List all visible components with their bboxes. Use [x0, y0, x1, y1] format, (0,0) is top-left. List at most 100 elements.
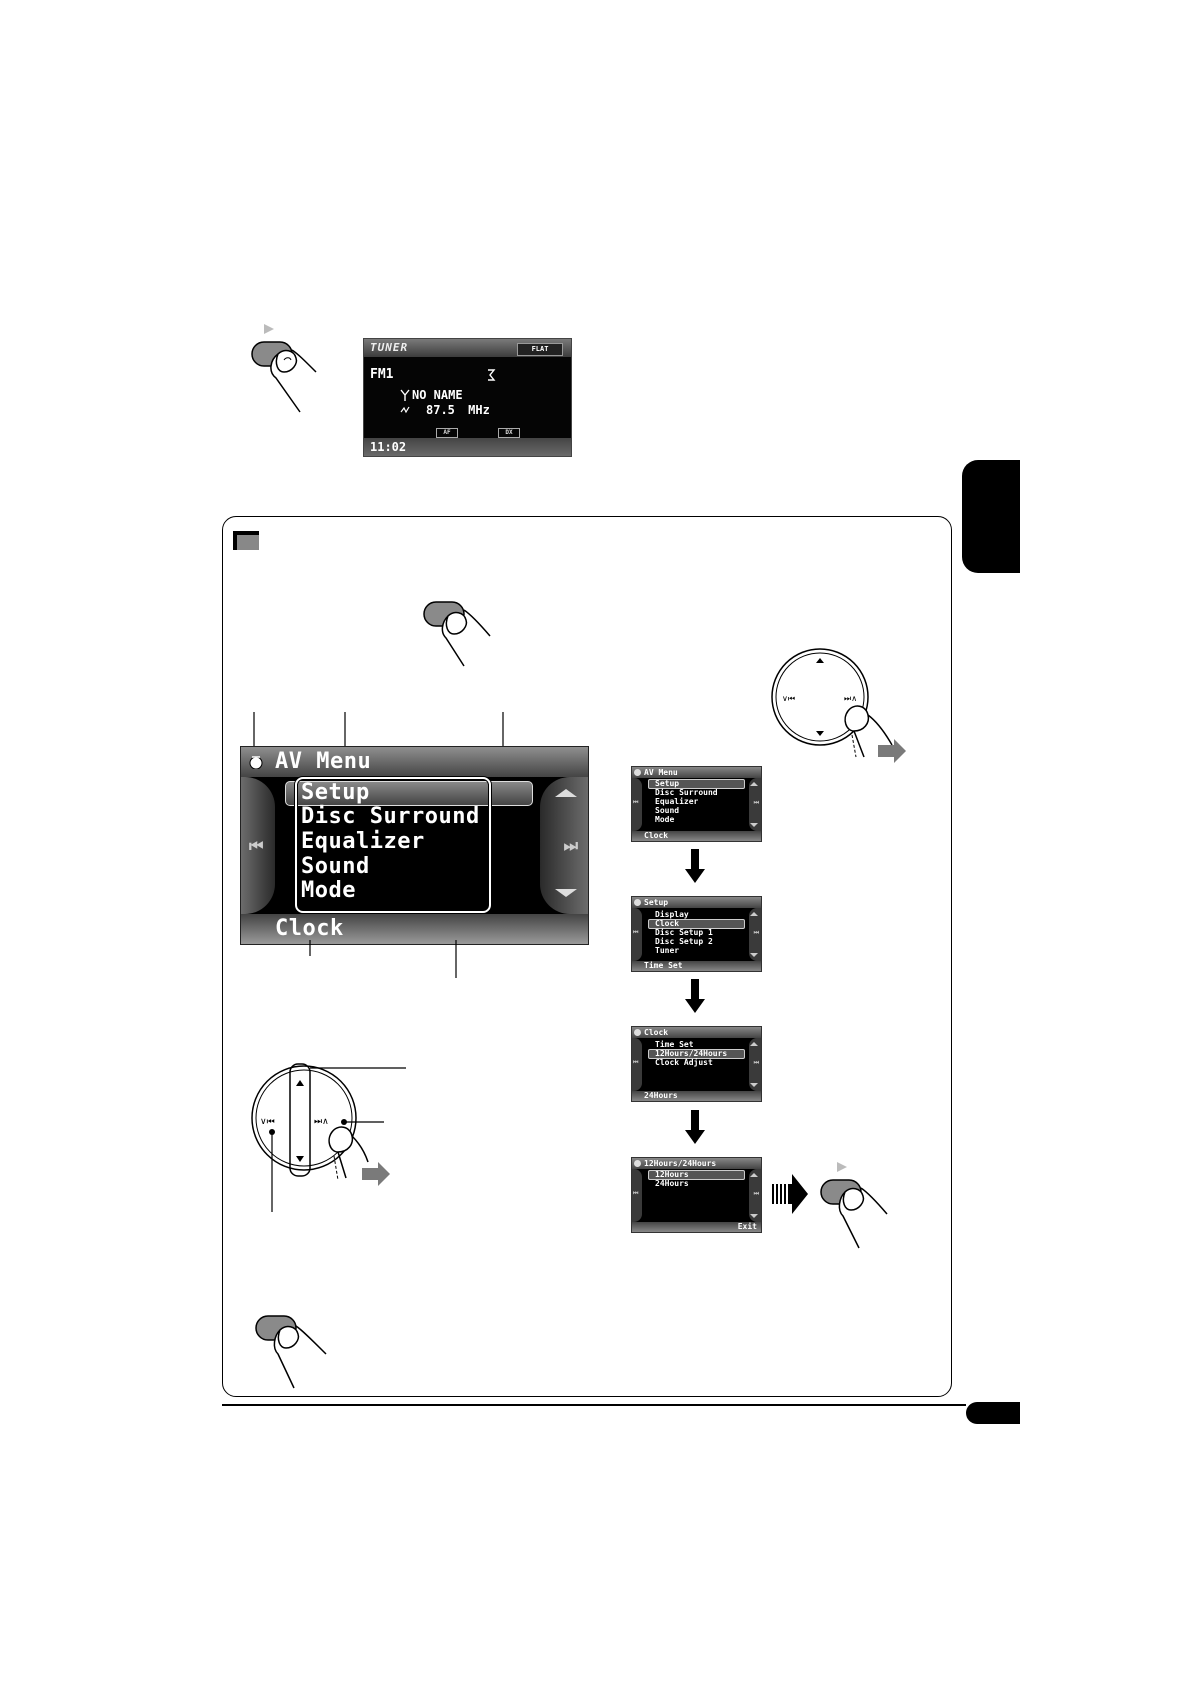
- step1-hint: Clock: [644, 831, 669, 840]
- step1-item-2[interactable]: Equalizer: [655, 797, 699, 806]
- step2-item-1[interactable]: Clock: [655, 919, 680, 928]
- menu-title-icon: [634, 1029, 641, 1036]
- step3-item-2[interactable]: Clock Adjust: [655, 1058, 713, 1067]
- down-triangle-icon: [816, 731, 824, 736]
- band-label: FM1: [370, 367, 394, 382]
- exit-label[interactable]: Exit: [737, 1222, 757, 1231]
- next-icon[interactable]: ⏭: [753, 1190, 759, 1197]
- eq-badge: FLAT: [517, 343, 563, 356]
- arrow-down-icon: [685, 1110, 705, 1144]
- step-screen-2: Setup Display Clock Disc Setup 1 Disc Se…: [631, 896, 762, 972]
- scroll-down-icon[interactable]: [750, 1083, 758, 1087]
- prev-icon[interactable]: ⏮: [633, 1059, 639, 1066]
- step-screen-4: 12Hours/24Hours 12Hours 24Hours ⏮⏭ Exit: [631, 1157, 762, 1233]
- scroll-down-icon[interactable]: [750, 953, 758, 957]
- step1-item-4[interactable]: Mode: [655, 815, 675, 824]
- menu-title-icon: [634, 769, 641, 776]
- section-marker-icon: [233, 531, 259, 550]
- next-icon[interactable]: ⏭: [753, 799, 759, 806]
- language-tab: [962, 460, 1020, 573]
- menu-title: AV Menu: [275, 749, 372, 774]
- step-screen-3: Clock Time Set 12Hours/24Hours Clock Adj…: [631, 1026, 762, 1102]
- station-name: NO NAME: [412, 388, 463, 402]
- tuner-screen: TUNER FLAT FM1 NO NAME 87.5 MHz AF DX 11…: [363, 338, 572, 457]
- menu-title-bar: [241, 747, 588, 777]
- menu-hint: Clock: [275, 916, 344, 941]
- step1-highlight: [648, 779, 745, 789]
- scroll-down-icon[interactable]: [555, 889, 577, 897]
- step2-item-3[interactable]: Disc Setup 2: [655, 937, 713, 946]
- prev-icon[interactable]: ⏮: [249, 836, 264, 855]
- scroll-up-icon[interactable]: [750, 1042, 758, 1046]
- step3-item-1[interactable]: 12Hours/24Hours: [655, 1049, 728, 1058]
- play-indicator-icon: [264, 324, 274, 334]
- press-button-illustration-3: [820, 1162, 888, 1249]
- play-indicator-icon: [837, 1162, 847, 1172]
- frequency-value: 87.5: [426, 403, 455, 417]
- step2-title: Setup: [644, 898, 669, 907]
- arrow-down-icon: [685, 849, 705, 883]
- step1-item-0[interactable]: Setup: [655, 779, 680, 788]
- next-icon[interactable]: ⏭: [753, 1059, 759, 1066]
- next-icon[interactable]: ⏭: [753, 929, 759, 936]
- step2-highlight: [648, 919, 745, 929]
- source-label: TUNER: [370, 341, 409, 354]
- prev-icon: ∨⏮: [260, 1117, 275, 1127]
- menu-item-equalizer[interactable]: Equalizer: [301, 829, 425, 854]
- rds-icon: [488, 369, 496, 381]
- down-triangle-icon: [296, 1156, 304, 1162]
- prev-icon[interactable]: ⏮: [633, 799, 639, 806]
- step1-title: AV Menu: [644, 768, 678, 777]
- scroll-up-icon[interactable]: [750, 912, 758, 916]
- scroll-up-icon[interactable]: [555, 789, 577, 797]
- step-screen-1: AV Menu Setup Disc Surround Equalizer So…: [631, 766, 762, 842]
- scroll-up-icon[interactable]: [750, 782, 758, 786]
- press-button-illustration: [251, 324, 317, 413]
- menu-list-frame: [295, 777, 491, 913]
- menu-item-mode[interactable]: Mode: [301, 878, 356, 903]
- step2-item-0[interactable]: Display: [655, 910, 689, 919]
- step2-item-4[interactable]: Tuner: [655, 946, 680, 955]
- procedure-panel: [222, 516, 952, 1397]
- scroll-up-icon[interactable]: [750, 1173, 758, 1177]
- step1-item-3[interactable]: Sound: [655, 806, 680, 815]
- step3-title: Clock: [644, 1028, 669, 1037]
- prev-icon[interactable]: ⏮: [633, 1190, 639, 1197]
- frequency-readout: 87.5 MHz: [412, 403, 490, 417]
- press-button-illustration-4: [255, 1315, 327, 1389]
- step4-item-0[interactable]: 12Hours: [655, 1170, 689, 1179]
- menu-bottom-bar: [241, 914, 588, 944]
- up-triangle-icon: [816, 658, 824, 663]
- menu-item-disc-surround[interactable]: Disc Surround: [301, 804, 480, 829]
- step3-item-0[interactable]: Time Set: [655, 1040, 694, 1049]
- arrow-right-icon: [878, 739, 906, 763]
- clock-display: 11:02: [370, 440, 407, 454]
- step2-hint: Time Set: [644, 961, 683, 970]
- dx-indicator: DX: [498, 428, 520, 438]
- control-pad-illustration: ∨⏮ ⏭∧: [771, 648, 906, 763]
- menu-title-icon: [634, 899, 641, 906]
- step2-item-2[interactable]: Disc Setup 1: [655, 928, 713, 937]
- av-menu-screen: AV Menu Setup Disc Surround Equalizer So…: [240, 746, 589, 945]
- step4-item-1[interactable]: 24Hours: [655, 1179, 689, 1188]
- menu-item-sound[interactable]: Sound: [301, 854, 370, 879]
- tuner-bottom-bar: [364, 438, 571, 456]
- up-triangle-icon: [296, 1080, 304, 1086]
- control-pad-detail-illustration: ∨⏮ ⏭∧: [251, 1063, 406, 1212]
- striped-arrow-icon: [772, 1174, 808, 1214]
- prev-icon[interactable]: ⏮: [633, 929, 639, 936]
- next-icon[interactable]: ⏭: [563, 836, 578, 855]
- menu-item-setup[interactable]: Setup: [301, 780, 370, 805]
- page-number-tab: [966, 1402, 1020, 1424]
- step3-highlight: [648, 1049, 745, 1059]
- callout-lines-bottom: [309, 940, 457, 978]
- left-side-panel: [241, 777, 275, 914]
- menu-title-icon: [249, 756, 263, 769]
- next-icon: ⏭∧: [844, 694, 857, 703]
- step1-item-1[interactable]: Disc Surround: [655, 788, 718, 797]
- menu-title-icon: [634, 1160, 641, 1167]
- scroll-down-icon[interactable]: [750, 1214, 758, 1218]
- scroll-down-icon[interactable]: [750, 823, 758, 827]
- selection-highlight: [285, 781, 533, 806]
- af-indicator: AF: [436, 428, 458, 438]
